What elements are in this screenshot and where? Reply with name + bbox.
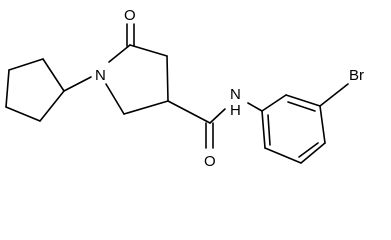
atom-label-amide-nitrogen: N	[230, 86, 241, 103]
atom-label-bromine: Br	[349, 67, 364, 84]
atom-label-ring-oxygen: O	[124, 7, 136, 24]
pyrrolidinone-ring	[105, 44, 169, 115]
bond-ring-to-carbonyl	[167, 100, 211, 124]
ring-carbonyl-bond	[126, 23, 135, 47]
atom-label-amide-hydrogen: H	[230, 102, 241, 119]
cyclopentyl-ring	[5, 58, 65, 122]
bond-aryl-br	[319, 83, 349, 107]
amide-carbonyl-bond	[205, 122, 214, 149]
bond-cyclopentyl-n	[63, 76, 92, 92]
bond-carbonyl-nh	[209, 108, 226, 124]
atom-label-ring-nitrogen: N	[95, 67, 106, 84]
bond-nh-aryl	[247, 102, 263, 112]
chemical-structure: O N N H O Br	[5, 7, 364, 170]
atom-label-amide-oxygen: O	[204, 153, 216, 170]
benzene-ring	[261, 94, 326, 164]
